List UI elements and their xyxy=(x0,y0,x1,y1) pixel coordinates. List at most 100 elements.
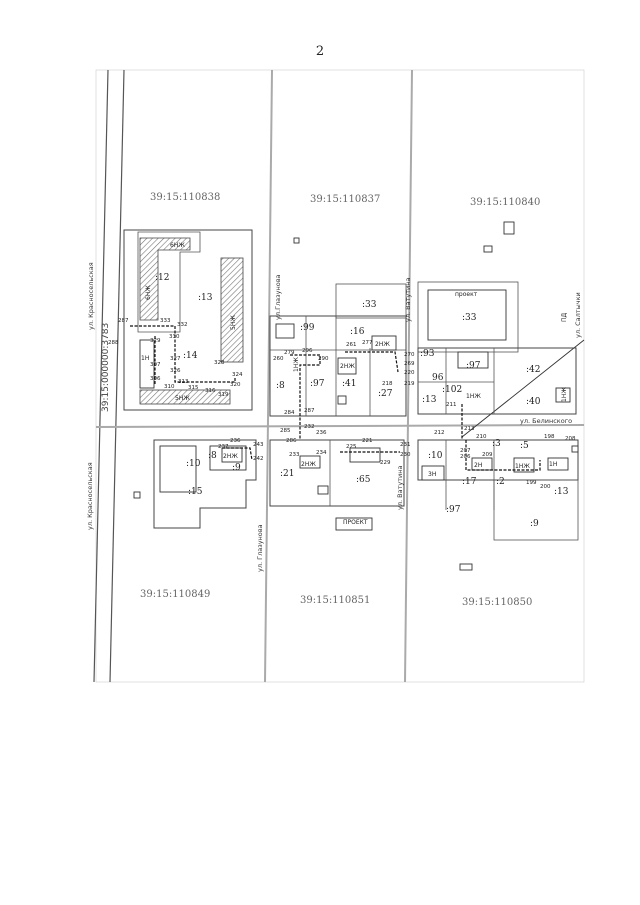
node-229: 229 xyxy=(380,460,391,466)
node-236: 236 xyxy=(230,438,241,444)
street-label-vatutina-top: ул. Ватутина xyxy=(404,278,412,322)
glazunova-street-line xyxy=(264,69,273,683)
quarter-label-110851: 39:15:110851 xyxy=(300,595,370,606)
node-324: 324 xyxy=(232,372,243,378)
building-marker-small xyxy=(483,245,493,253)
parcel-label-8: :8 xyxy=(276,381,285,391)
node-236b: 236 xyxy=(316,430,327,436)
building-label-2nzh-c: 2НЖ xyxy=(223,453,238,460)
node-230: 230 xyxy=(400,452,411,458)
node-200: 200 xyxy=(540,484,551,490)
page-number: 2 xyxy=(315,44,325,59)
block-110838-outline xyxy=(123,229,253,411)
building-2nzh-f xyxy=(513,457,535,473)
node-208: 208 xyxy=(565,436,576,442)
marker-se-bottom xyxy=(459,563,473,571)
parcel-label-9a: :9 xyxy=(232,463,241,473)
node-319: 319 xyxy=(218,392,229,398)
parcel-label-5: :5 xyxy=(520,441,529,451)
pipeline-route-center xyxy=(345,351,399,373)
project-label-bottom: ПРОЕКТ xyxy=(343,519,368,526)
block-110840: проект ПД :33 :93 :97 :42 96 :102 :13 :4… xyxy=(417,221,577,440)
parcel-label-102: :102 xyxy=(442,385,462,395)
node-288: 288 xyxy=(108,340,119,346)
node-269: 269 xyxy=(404,361,415,367)
parcel-label-10b: :10 xyxy=(428,451,443,461)
node-219: 219 xyxy=(404,381,415,387)
node-313: 313 xyxy=(178,379,189,385)
node-261: 261 xyxy=(346,342,357,348)
marker-top-center xyxy=(293,237,300,244)
node-232: 232 xyxy=(304,424,315,430)
node-220: 220 xyxy=(404,370,415,376)
streets-layer xyxy=(93,69,585,683)
building-label-2n: 2Н xyxy=(474,462,482,469)
node-330: 330 xyxy=(169,334,180,340)
parcel-label-9b: :9 xyxy=(530,519,539,529)
building-label-1nzh-c: 1НЖ xyxy=(466,393,481,400)
marker-sw xyxy=(133,491,141,499)
parcel-12-outline xyxy=(137,231,201,333)
building-2nzh-b xyxy=(371,335,397,351)
street-label-saltykova: ул. Салтычки xyxy=(574,292,582,338)
building-label-1nzh: 1НЖ xyxy=(293,357,300,372)
parcel-label-21: :21 xyxy=(280,469,294,479)
parcel-label-13: :13 xyxy=(198,293,213,303)
parcel-label-27: :27 xyxy=(378,389,393,399)
building-label-2nzh-a: 2НЖ xyxy=(340,363,355,370)
parcel-label-93: :93 xyxy=(420,349,435,359)
big-parcel-label: 39:15:000000:3783 xyxy=(101,323,111,412)
parcel-label-97b: :97 xyxy=(466,361,481,371)
node-211: 211 xyxy=(446,402,457,408)
node-279: 279 xyxy=(284,350,295,356)
node-332: 332 xyxy=(177,322,188,328)
node-221: 221 xyxy=(362,438,373,444)
node-329: 329 xyxy=(150,338,161,344)
parcel-label-33b: :33 xyxy=(462,313,477,323)
parcel-label-14: :14 xyxy=(183,351,198,361)
parcel-label-41: :41 xyxy=(342,379,356,389)
block-110837: 2НЖ 2НЖ 1НЖ :99 :33 :16 :8 :97 :41 :27 xyxy=(269,283,407,440)
node-285: 285 xyxy=(280,428,291,434)
building-1n-small xyxy=(139,339,155,389)
building-label-3n: 3Н xyxy=(428,471,436,478)
street-label-belinskogo: ул. Белинского xyxy=(520,417,572,425)
building-project-top xyxy=(427,289,507,341)
building-5nzh-b xyxy=(139,389,231,405)
node-237: 237 xyxy=(218,444,229,450)
parcel-label-97c: :97 xyxy=(446,505,461,515)
krasnoselskaya-left-edge xyxy=(93,69,109,683)
parcel-label-13b: :13 xyxy=(422,395,437,405)
pipeline-route-nw xyxy=(130,325,236,383)
building-3n xyxy=(421,465,445,481)
pipeline-route-sw xyxy=(222,447,253,461)
node-243: 243 xyxy=(253,442,264,448)
node-198: 198 xyxy=(544,434,555,440)
block-110851: 2НЖ ПРОЕКТ :21 :65 xyxy=(269,439,405,531)
street-label-vatutina-bottom: ул. Ватутина xyxy=(396,466,404,510)
parcel-33a-outline xyxy=(335,283,407,319)
block-110849: 2НЖ :10 :8 :9 :15 xyxy=(133,439,257,529)
krasnoselskaya-right-edge xyxy=(109,69,125,683)
building-label-6nzh-b: 6НЖ xyxy=(170,242,185,249)
project-label-pd: ПД xyxy=(561,312,568,322)
building-label-1n-a: 1Н xyxy=(141,355,149,362)
parcel-label-96: 96 xyxy=(432,373,444,383)
belinskogo-street-line xyxy=(95,424,585,428)
block-110850: 3Н 2Н 1НЖ 1Н :10 :3 :5 :17 :2 :13 :97 :9 xyxy=(417,439,579,571)
node-286: 286 xyxy=(286,438,297,444)
diagonal-boundary-line xyxy=(461,339,585,438)
building-10 xyxy=(159,445,197,493)
node-327: 327 xyxy=(170,356,181,362)
building-1nzh-e xyxy=(547,457,569,471)
building-1nzh-ne xyxy=(555,387,571,403)
parcel-label-8b: :8 xyxy=(208,451,217,461)
node-242: 242 xyxy=(253,456,264,462)
parcel-label-40: :40 xyxy=(526,397,541,407)
building-2nzh-d xyxy=(299,455,321,469)
node-231: 231 xyxy=(400,442,411,448)
street-label-glazunova-top: ул.Глазунова xyxy=(274,274,282,320)
node-206: 206 xyxy=(460,454,471,460)
building-ne-a xyxy=(457,351,489,369)
building-label-5nzh-b: 5НЖ xyxy=(175,395,190,402)
